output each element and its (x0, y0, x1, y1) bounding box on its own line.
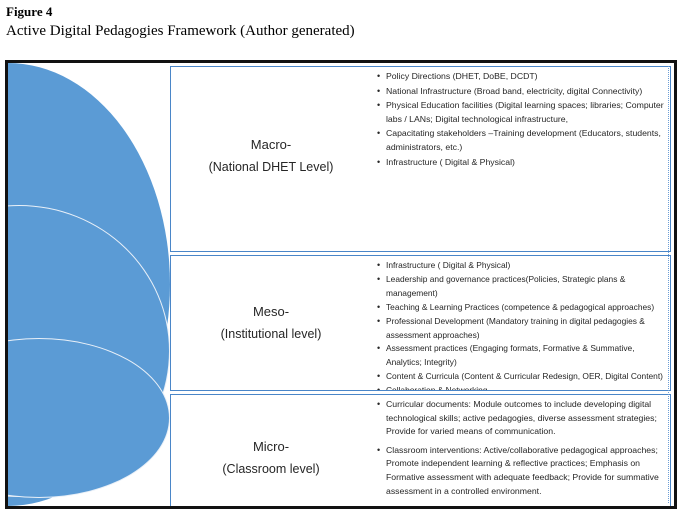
figure-number: Figure 4 (6, 4, 53, 19)
list-item: Collaboration & Networking (377, 384, 666, 390)
list-item: Curricular documents: Module outcomes to… (377, 398, 666, 439)
level-box-micro: Micro- (Classroom level) Curricular docu… (170, 394, 671, 506)
figure-frame: Macro- (National DHET Level) Policy Dire… (5, 60, 677, 509)
list-item: Content & Curricula (Content & Curricula… (377, 370, 666, 384)
meso-level-label: Meso- (Institutional level) (171, 256, 371, 390)
macro-bullet-list: Policy Directions (DHET, DoBE, DCDT) Nat… (371, 67, 670, 251)
nested-arcs-group (8, 63, 170, 506)
macro-label-main: Macro- (250, 137, 292, 152)
right-dotted-guide (668, 66, 669, 503)
list-item: Teaching & Learning Practices (competenc… (377, 301, 666, 315)
list-item: Leadership and governance practices(Poli… (377, 273, 666, 301)
list-item: Assessment practices (Engaging formats, … (377, 342, 666, 370)
list-item: Infrastructure ( Digital & Physical) (377, 259, 666, 273)
list-item: National Infrastructure (Broad band, ele… (377, 85, 666, 99)
list-item: Other strategies: Include Games & Debate… (377, 503, 666, 506)
micro-label-sub: (Classroom level) (222, 461, 320, 476)
level-box-meso: Meso- (Institutional level) Infrastructu… (170, 255, 671, 391)
list-item: Professional Development (Mandatory trai… (377, 315, 666, 343)
diagram-canvas: Macro- (National DHET Level) Policy Dire… (8, 63, 674, 506)
meso-label-sub: (Institutional level) (220, 327, 322, 341)
list-item: Physical Education facilities (Digital l… (377, 99, 666, 126)
figure-title: Active Digital Pedagogies Framework (Aut… (6, 23, 355, 39)
list-item: Capacitating stakeholders –Training deve… (377, 127, 666, 154)
macro-label-sub: (National DHET Level) (208, 160, 334, 174)
macro-level-label: Macro- (National DHET Level) (171, 67, 371, 251)
micro-bullet-list: Curricular documents: Module outcomes to… (371, 395, 670, 506)
list-item: Policy Directions (DHET, DoBE, DCDT) (377, 70, 666, 84)
list-item: Classroom interventions: Active/collabor… (377, 444, 666, 498)
list-item: Infrastructure ( Digital & Physical) (377, 156, 666, 170)
level-box-macro: Macro- (National DHET Level) Policy Dire… (170, 66, 671, 252)
meso-bullet-list: Infrastructure ( Digital & Physical) Lea… (371, 256, 670, 390)
micro-label-main: Micro- (252, 438, 290, 454)
meso-label-main: Meso- (252, 304, 290, 319)
figure-caption: Figure 4 Active Digital Pedagogies Frame… (6, 4, 676, 41)
micro-level-label: Micro- (Classroom level) (171, 395, 371, 506)
